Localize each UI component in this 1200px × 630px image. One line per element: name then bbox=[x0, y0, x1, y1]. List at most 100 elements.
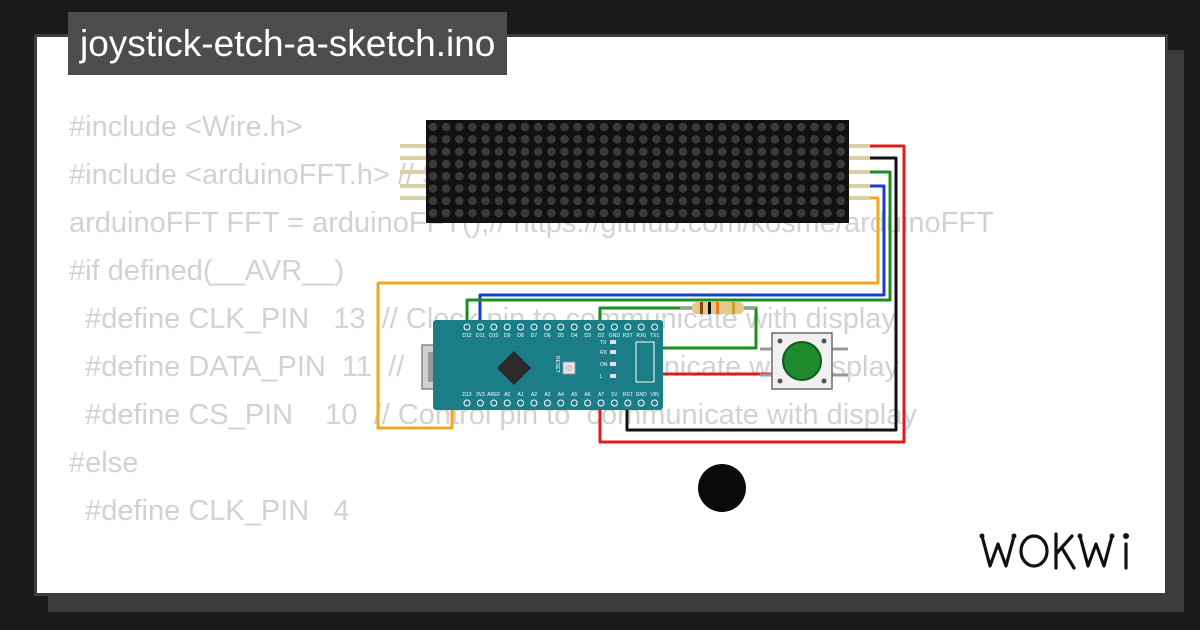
header-pin bbox=[610, 323, 618, 331]
code-line: #else bbox=[69, 447, 139, 479]
matrix-led bbox=[507, 159, 517, 169]
matrix-led bbox=[823, 159, 832, 169]
matrix-led bbox=[494, 122, 504, 132]
matrix-led bbox=[455, 159, 464, 169]
resistor bbox=[680, 302, 756, 314]
matrix-led bbox=[704, 147, 714, 156]
matrix-led bbox=[586, 184, 596, 193]
matrix-led bbox=[836, 135, 845, 144]
matrix-led bbox=[428, 196, 438, 206]
matrix-led bbox=[520, 122, 530, 132]
matrix-led bbox=[612, 159, 622, 169]
matrix-led bbox=[639, 208, 648, 218]
matrix-led bbox=[455, 171, 464, 181]
matrix-led bbox=[691, 196, 701, 206]
matrix-led bbox=[560, 196, 569, 206]
matrix-led bbox=[494, 159, 504, 169]
pin-label: AREF bbox=[487, 392, 500, 398]
matrix-led bbox=[586, 196, 596, 206]
matrix-led bbox=[441, 135, 451, 144]
header-pin bbox=[517, 323, 525, 331]
matrix-led bbox=[731, 147, 740, 156]
matrix-led bbox=[678, 135, 688, 144]
matrix-led bbox=[481, 171, 490, 181]
pin-label: A5 bbox=[571, 392, 577, 398]
matrix-led bbox=[507, 135, 517, 144]
matrix-led bbox=[428, 147, 438, 156]
matrix-led bbox=[520, 171, 530, 181]
matrix-led bbox=[533, 147, 543, 156]
matrix-led bbox=[520, 208, 530, 218]
matrix-led bbox=[573, 147, 582, 156]
matrix-led bbox=[836, 159, 845, 169]
pin-label: TX1 bbox=[650, 333, 659, 339]
matrix-led bbox=[428, 135, 438, 144]
matrix-led bbox=[783, 135, 793, 144]
reset-button-cap bbox=[565, 364, 573, 372]
matrix-led bbox=[678, 122, 688, 132]
matrix-led bbox=[783, 196, 793, 206]
matrix-led bbox=[757, 208, 767, 218]
matrix-led bbox=[718, 159, 727, 169]
matrix-led bbox=[770, 171, 780, 181]
pin-label: D3 bbox=[584, 333, 591, 339]
matrix-led bbox=[757, 122, 767, 132]
matrix-led bbox=[810, 171, 819, 181]
matrix-led bbox=[704, 122, 714, 132]
matrix-led bbox=[441, 208, 451, 218]
matrix-led bbox=[507, 196, 517, 206]
matrix-led bbox=[626, 171, 635, 181]
matrix-led bbox=[783, 208, 793, 218]
matrix-led bbox=[507, 122, 517, 132]
matrix-led bbox=[455, 147, 464, 156]
matrix-led bbox=[731, 171, 740, 181]
matrix-led bbox=[612, 147, 622, 156]
matrix-led bbox=[836, 171, 845, 181]
matrix-led bbox=[770, 208, 780, 218]
matrix-led bbox=[691, 135, 701, 144]
matrix-led bbox=[718, 184, 727, 193]
matrix-led bbox=[665, 135, 674, 144]
matrix-led bbox=[731, 122, 740, 132]
pin-label: A2 bbox=[531, 392, 537, 398]
matrix-led bbox=[599, 159, 609, 169]
led-label: ON bbox=[600, 362, 608, 368]
matrix-led bbox=[599, 122, 609, 132]
pin-label: RX0 bbox=[636, 333, 646, 339]
matrix-led bbox=[520, 135, 530, 144]
header-pin bbox=[463, 399, 471, 407]
matrix-led bbox=[665, 208, 674, 218]
pin-label: D4 bbox=[571, 333, 578, 339]
matrix-led bbox=[441, 147, 451, 156]
pin-label: D7 bbox=[531, 333, 538, 339]
header-pin bbox=[557, 323, 565, 331]
matrix-led bbox=[626, 196, 635, 206]
matrix-led bbox=[836, 208, 845, 218]
matrix-led bbox=[520, 196, 530, 206]
matrix-led bbox=[836, 196, 845, 206]
wokwi-logo-mark bbox=[980, 532, 1128, 570]
matrix-led bbox=[533, 208, 543, 218]
matrix-led bbox=[691, 122, 701, 132]
matrix-led bbox=[770, 122, 780, 132]
matrix-led bbox=[560, 159, 569, 169]
matrix-led bbox=[612, 184, 622, 193]
matrix-led bbox=[718, 135, 727, 144]
matrix-led bbox=[520, 147, 530, 156]
pin-label: D5 bbox=[558, 333, 565, 339]
status-leds: TX RX ON L bbox=[600, 340, 616, 380]
wire-blue bbox=[478, 184, 886, 326]
pin-label: D12 bbox=[462, 333, 471, 339]
matrix-led bbox=[481, 147, 490, 156]
pin-label: GND bbox=[636, 392, 648, 398]
matrix-led bbox=[718, 122, 727, 132]
matrix-led bbox=[481, 159, 490, 169]
joystick-knob bbox=[695, 461, 749, 515]
matrix-led bbox=[547, 159, 556, 169]
matrix-led bbox=[810, 135, 819, 144]
matrix-led bbox=[626, 208, 635, 218]
pin-label: D11 bbox=[476, 333, 485, 339]
matrix-led bbox=[704, 196, 714, 206]
